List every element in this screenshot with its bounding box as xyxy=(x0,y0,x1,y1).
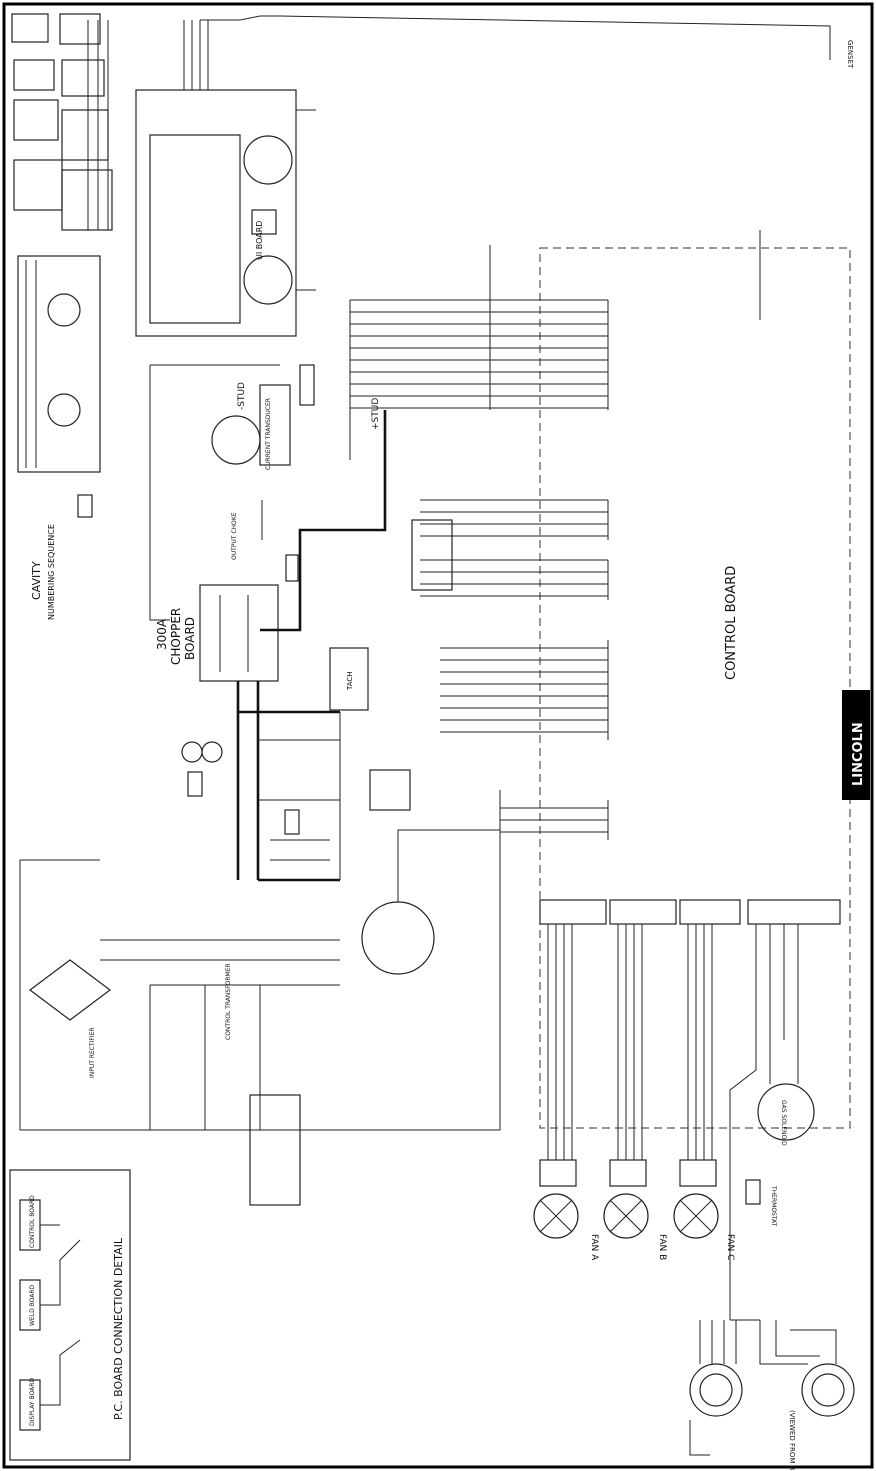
chopper-line1: 300A xyxy=(155,618,169,650)
display-board-label: DISPLAY BOARD xyxy=(29,1378,36,1426)
control-board-title: CONTROL BOARD xyxy=(724,566,739,680)
control-pin-banks xyxy=(607,230,761,840)
fan-b: FAN B xyxy=(603,1159,667,1260)
cavity-block: CAVITY NUMBERING SEQUENCE xyxy=(17,255,101,620)
fan-b-label: FAN B xyxy=(657,1234,667,1260)
output-section: CURRENT TRANSDUCER -STUD +STUD OUTPUT CH… xyxy=(149,364,387,632)
ui-board: UI BOARD xyxy=(135,15,831,337)
connector-legend xyxy=(11,13,113,231)
input-rectifier: INPUT RECTIFIER xyxy=(19,790,501,1131)
chopper-line2: CHOPPER xyxy=(169,608,183,665)
control-board-outline: CONTROL BOARD xyxy=(539,247,851,1129)
lincoln-logo-text: LINCOLN xyxy=(851,722,866,786)
fan-c: FAN C xyxy=(673,1159,735,1260)
transformer: CONTROL TRANSFORMER xyxy=(100,939,340,1206)
control-board-detail-label: CONTROL BOARD xyxy=(29,1195,36,1248)
thermostat: THERMOSTAT xyxy=(745,1179,777,1227)
meter xyxy=(181,741,223,797)
neg-stud-label: -STUD xyxy=(237,382,247,410)
gas-valve-upper xyxy=(361,829,500,975)
tach-label: TACH xyxy=(346,671,354,691)
viewed-from-rear-label: (VIEWED FROM REAR) xyxy=(788,1410,796,1471)
dc-bus xyxy=(236,681,341,882)
gas-solenoid: GAS SOLENOID xyxy=(757,1040,815,1146)
fan-a: FAN A xyxy=(533,1159,599,1261)
thermostat-label: THERMOSTAT xyxy=(770,1185,777,1227)
pc-board-detail: DISPLAY BOARD WELD BOARD CONTROL BOARD P… xyxy=(9,1169,131,1461)
center-wiring xyxy=(349,245,608,833)
input-rectifier-label: INPUT RECTIFIER xyxy=(89,1027,96,1078)
cavity-title: CAVITY xyxy=(30,561,43,600)
gas-solenoid-label: GAS SOLENOID xyxy=(780,1100,787,1146)
cavity-subtitle: NUMBERING SEQUENCE xyxy=(47,524,56,620)
output-choke-label: OUTPUT CHOKE xyxy=(231,512,238,560)
pos-stud-label: +STUD xyxy=(371,398,381,430)
tach: TACH xyxy=(329,647,411,811)
chopper-line3: BOARD xyxy=(183,617,197,660)
current-transducer-label: CURRENT TRANSDUCER xyxy=(265,398,272,470)
amphenol-connectors: (VIEWED FROM REAR) xyxy=(689,1319,855,1471)
fan-c-label: FAN C xyxy=(725,1234,735,1260)
control-transformer-label: CONTROL TRANSFORMER xyxy=(225,963,232,1040)
lincoln-logo: LINCOLN xyxy=(842,690,870,800)
lower-connectors xyxy=(539,899,841,1320)
chopper-board: 300A CHOPPER BOARD xyxy=(155,584,279,682)
ui-board-label: UI BOARD xyxy=(255,221,264,260)
fan-a-label: FAN A xyxy=(589,1234,599,1261)
pc-board-detail-title: P.C. BOARD CONNECTION DETAIL xyxy=(112,1237,125,1420)
weld-board-label: WELD BOARD xyxy=(29,1285,36,1326)
genset-label: GENSET xyxy=(846,40,854,69)
